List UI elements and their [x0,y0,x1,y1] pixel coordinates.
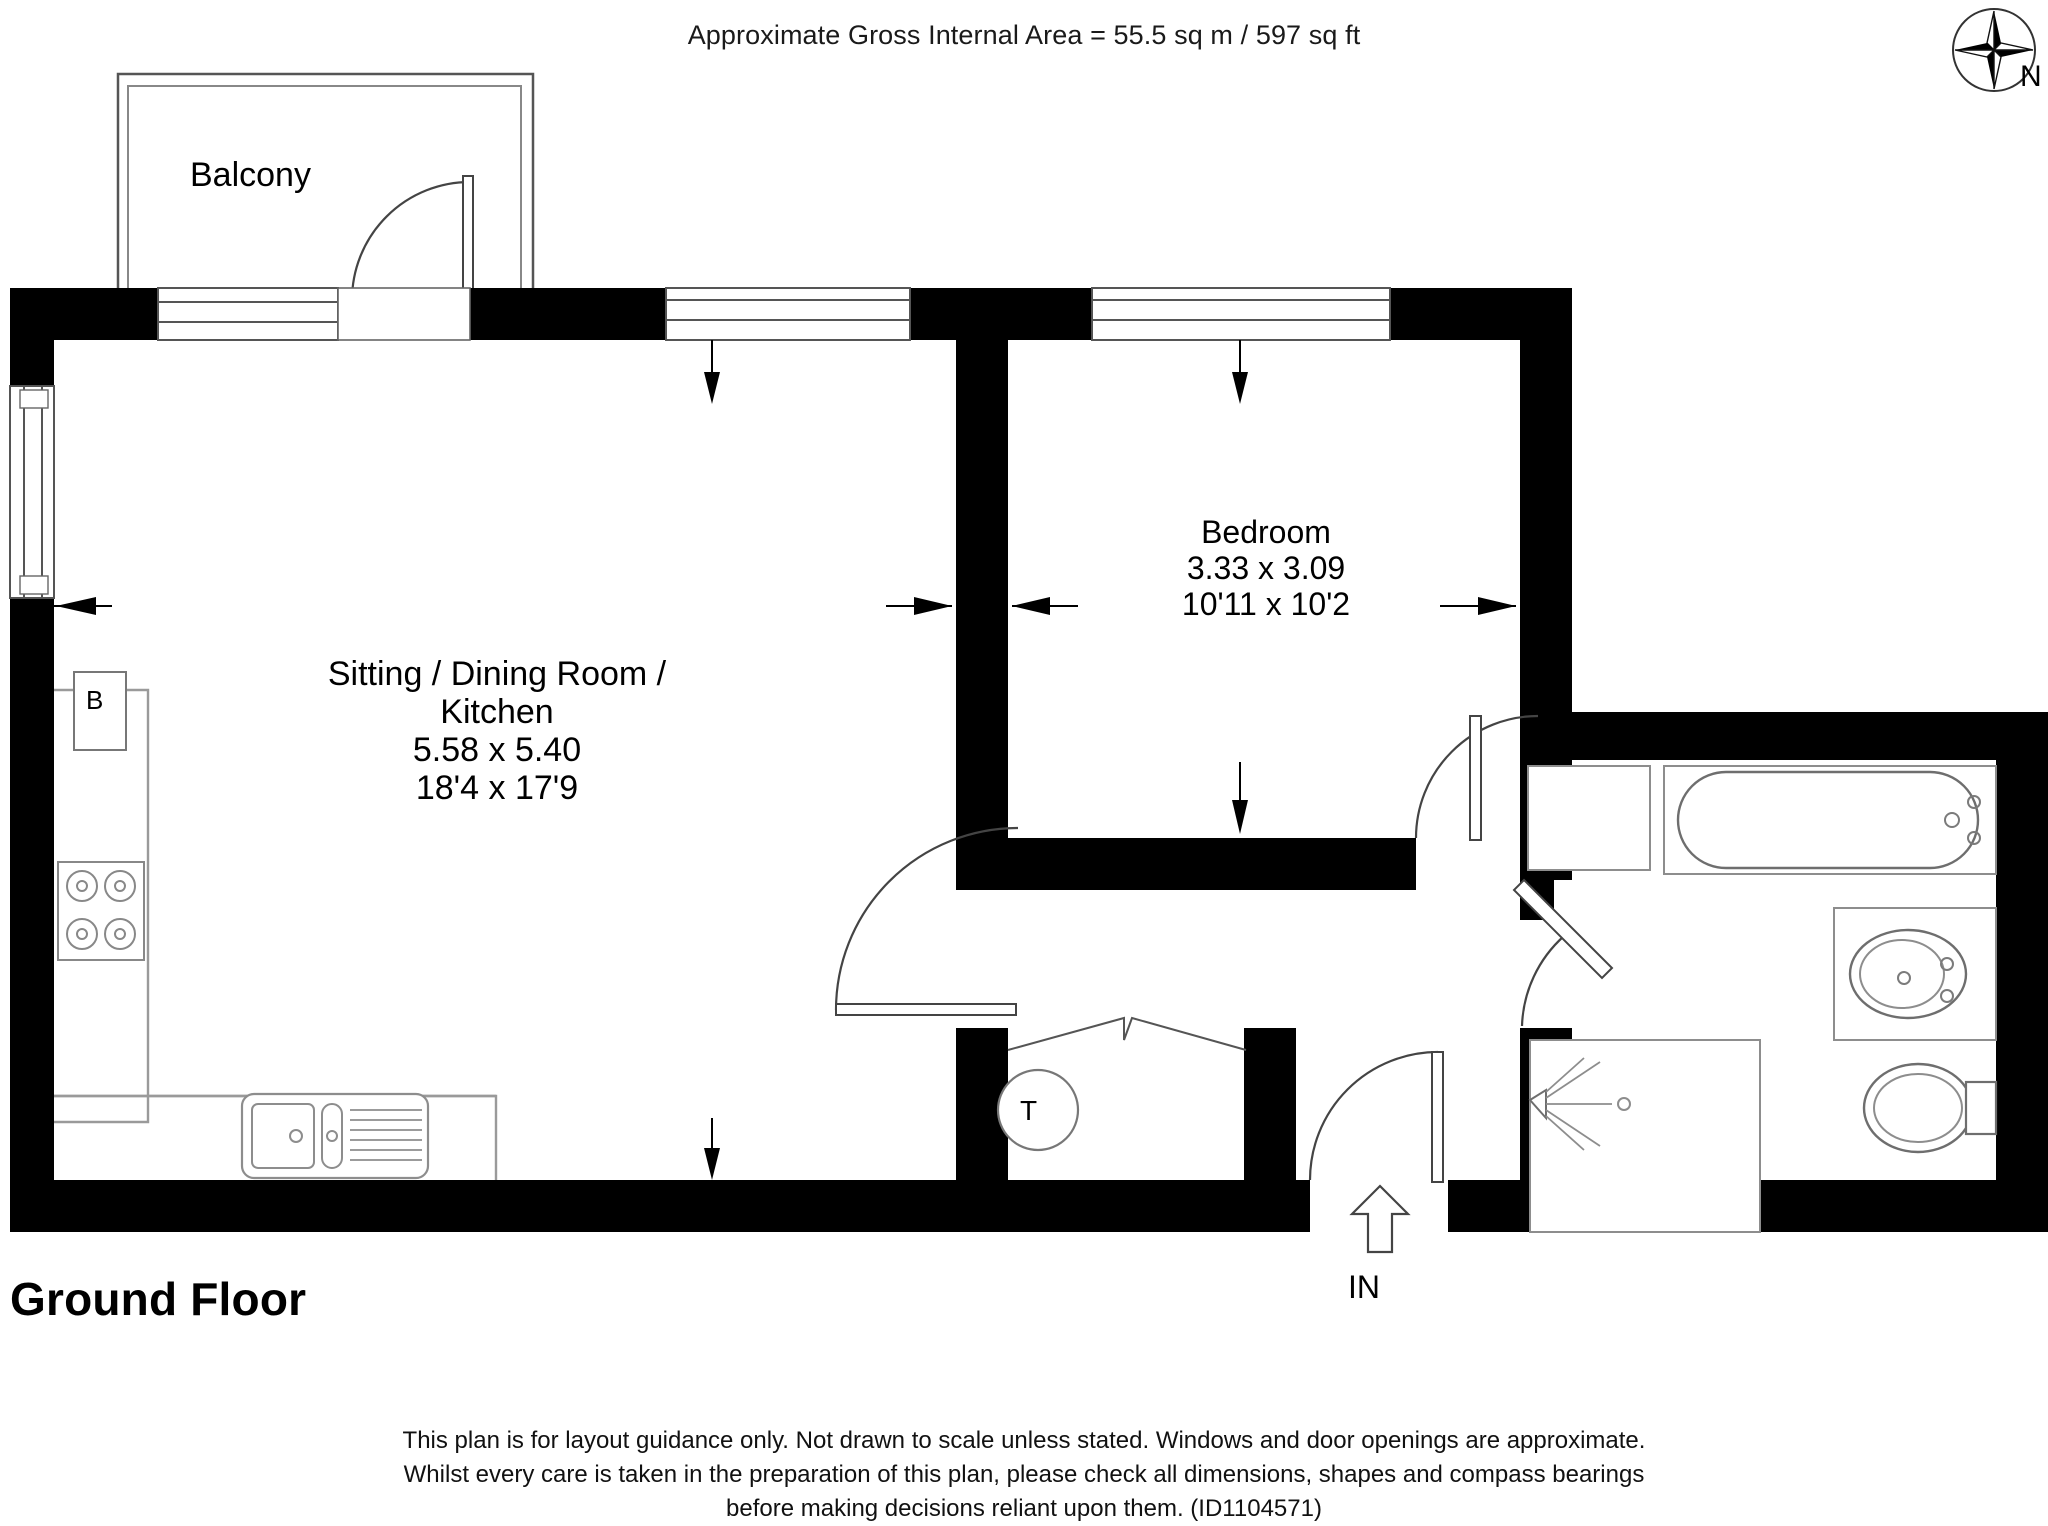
bathroom-cupboard [1527,765,1651,871]
room-name: Bedroom [1201,514,1331,550]
entrance-label: IN [1348,1269,1380,1305]
door-sitting-room [834,826,1019,1016]
boiler-marker-label: B [86,685,104,715]
exterior-walls [10,288,2048,1232]
floor-title: Ground Floor [10,1273,307,1325]
disclaimer-line-1: This plan is for layout guidance only. N… [402,1427,1646,1454]
room-name-line2: Kitchen [440,693,554,732]
disclaimer: This plan is for layout guidance only. N… [0,1424,2048,1526]
compass-north-label: N [2020,60,2042,93]
room-label-balcony: Balcony [190,156,311,194]
window-left-wall [9,385,55,599]
tank-marker [996,1068,1080,1152]
dimension-arrows [54,340,1516,1180]
door-entrance [1308,1050,1444,1183]
room-label-sitting-dining-kitchen: Sitting / Dining Room / Kitchen 5.58 x 5… [272,655,722,807]
entrance-arrow-icon [1349,1184,1411,1254]
toilet-icon [1862,1062,1998,1154]
compass-rose-icon [1952,8,2036,92]
window-balcony-door [157,287,471,341]
room-dim-metric: 5.58 x 5.40 [412,731,582,770]
page-title: Approximate Gross Internal Area = 55.5 s… [687,20,1361,50]
disclaimer-line-2: Whilst every care is taken in the prepar… [403,1461,1645,1489]
shower-icon [1528,1039,1761,1233]
disclaimer-line-3: before making decisions reliant upon the… [726,1495,1322,1523]
floorplan-drawing [9,72,2048,1254]
window-sitting-room [665,287,911,341]
washbasin-icon [1833,907,1997,1041]
balcony-door-swing [350,175,474,301]
tank-marker-label: T [1020,1095,1038,1126]
room-dim-imperial: 18'4 x 17'9 [415,769,579,808]
room-dim-imperial: 10'11 x 10'2 [1181,585,1351,622]
door-bedroom [1414,714,1539,841]
boiler-marker [73,671,127,751]
sink-icon [240,1092,430,1180]
window-bedroom [1091,287,1391,341]
room-label-bedroom: Bedroom 3.33 x 3.09 10'11 x 10'2 [1126,514,1406,622]
bath-icon [1663,765,1997,875]
room-name-line1: Sitting / Dining Room / [327,655,667,693]
cupboard-doors [1007,1016,1247,1051]
hob-icon [57,861,145,961]
compass-rose: N [1948,4,2044,114]
room-dim-metric: 3.33 x 3.09 [1186,549,1346,586]
door-bathroom [1512,878,1614,1027]
